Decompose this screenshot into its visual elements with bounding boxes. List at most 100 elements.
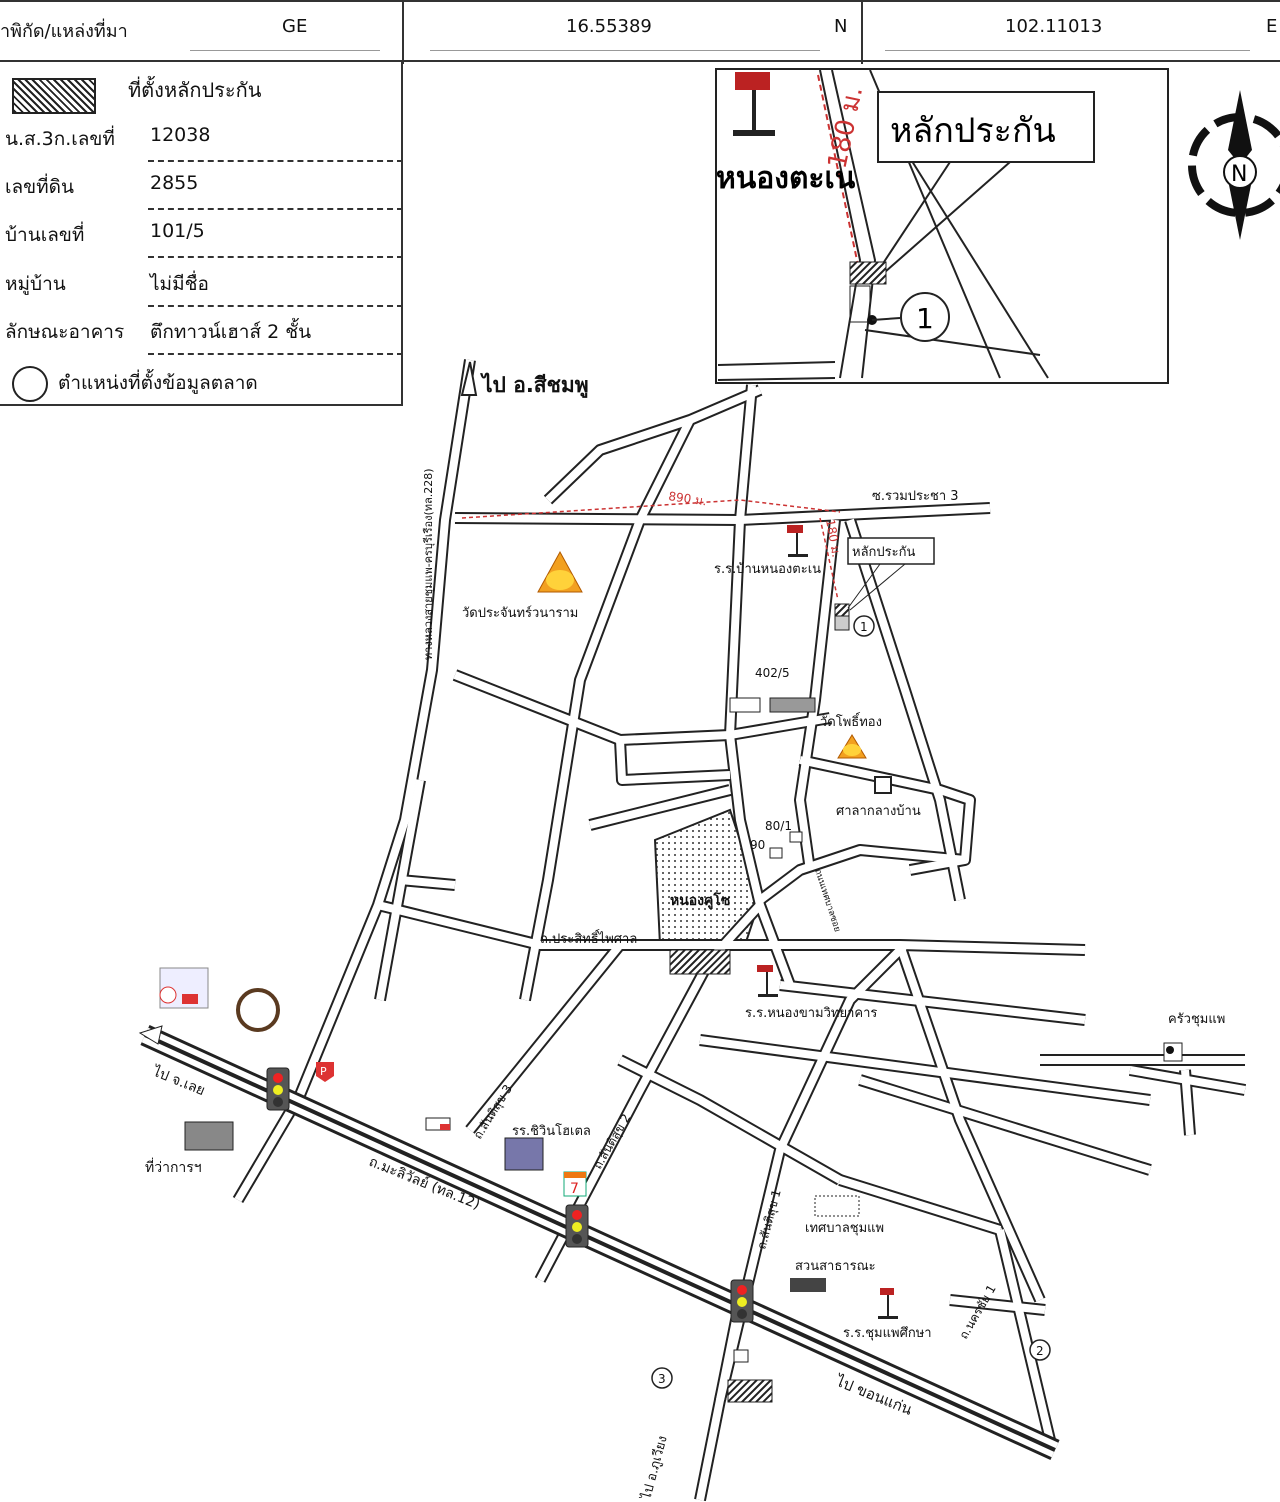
label-90: 90 xyxy=(750,838,765,852)
road-segment xyxy=(996,1229,1054,1441)
latitude-unit: N xyxy=(834,16,848,37)
legend-box: ที่ตั้งหลักประกัน น.ส.3ก.เลขที่ 12038 เลข… xyxy=(0,62,403,406)
school-flag-icon xyxy=(735,72,770,90)
hatched-collateral-swatch xyxy=(12,78,96,114)
road-segment xyxy=(779,981,1086,1024)
collateral-callout-box xyxy=(847,537,935,565)
divider xyxy=(861,2,863,64)
traffic-light-icon xyxy=(730,1279,754,1323)
road-segment xyxy=(545,386,762,503)
marker-1-label: 1 xyxy=(860,620,868,634)
legend-key: ลักษณะอาคาร xyxy=(5,321,125,343)
market-circle-icon xyxy=(12,366,48,402)
legend-value: 2855 xyxy=(150,172,199,194)
legend-row: บ้านเลขที่ 101/5 xyxy=(0,210,403,258)
underline xyxy=(190,50,380,51)
road-segment xyxy=(466,942,624,1133)
district-office-icon xyxy=(184,1121,234,1151)
label-park: สวนสาธารณะ xyxy=(795,1259,876,1274)
buildings-402-5 xyxy=(669,697,892,1403)
road-segment xyxy=(699,1036,1151,1104)
distance-890-line xyxy=(461,499,841,519)
road-segment xyxy=(1181,1069,1194,1136)
road-segment xyxy=(536,902,763,1282)
legend-row: ลักษณะอาคาร ตึกทาวน์เฮาส์ 2 ชั้น xyxy=(0,307,403,355)
temple-icon xyxy=(837,734,867,759)
road-segment xyxy=(757,846,966,904)
municipality-icon xyxy=(814,1195,860,1217)
highway-12 xyxy=(138,1024,1060,1461)
legend-key: บ้านเลขที่ xyxy=(5,224,85,246)
bus-icon xyxy=(733,1349,749,1363)
hospital-icon xyxy=(159,967,209,1009)
inset-marker-label: 1 xyxy=(916,302,934,335)
inset-place: หนองตะเน xyxy=(716,161,856,196)
road-segment xyxy=(796,519,839,871)
legend-row: เลขที่ดิน 2855 xyxy=(0,162,403,210)
road-segment xyxy=(726,519,794,987)
arrow-north-icon xyxy=(460,361,478,396)
gas-station-icon: P xyxy=(316,1062,334,1082)
collateral-legend-label: ที่ตั้งหลักประกัน xyxy=(128,78,262,102)
label-hotel: รร.ชิวินโฮเตล xyxy=(512,1123,591,1139)
label-180m: 180 ม. xyxy=(823,518,843,558)
label-road-prasit: ถ.ประสิทธิ์ไพศาล xyxy=(540,929,637,947)
road-segment xyxy=(618,1056,842,1184)
label-khrua-chumphae: ครัวชุมแพ xyxy=(1168,1012,1225,1027)
road-segment xyxy=(846,518,964,901)
market-legend-label: ตำแหน่งที่ตั้งข้อมูลตลาด xyxy=(58,372,258,394)
inset-map: 180 ม. หนองตะเน หลักประกัน 1 xyxy=(715,68,1169,384)
legend-key: น.ส.3ก.เลขที่ xyxy=(5,128,115,150)
source-label: าพิกัด/แหล่งที่มา xyxy=(0,21,128,42)
coordinates-header: าพิกัด/แหล่งที่มา GE 16.55389 N 102.1101… xyxy=(0,0,1280,64)
school-flag-icon xyxy=(757,965,778,997)
road-segment xyxy=(376,779,424,1001)
north-compass-icon: N xyxy=(1188,90,1280,240)
label-sala: ศาลากลางบ้าน xyxy=(836,804,921,819)
legend-row: น.ส.3ก.เลขที่ 12038 xyxy=(0,114,403,162)
label-school-chumphae: ร.ร.ชุมแพศึกษา xyxy=(843,1326,932,1341)
label-road-local: ถนนเทศบาลซอย xyxy=(812,868,842,933)
marker-2-label: 2 xyxy=(1036,1344,1044,1358)
divider xyxy=(402,2,404,64)
longitude-unit: E xyxy=(1266,16,1278,37)
legend-value: ตึกทาวน์เฮาส์ 2 ชั้น xyxy=(150,321,312,343)
collateral-hatch-icon xyxy=(834,603,850,617)
traffic-light-icon xyxy=(565,1204,589,1248)
police-station-seal-icon xyxy=(236,988,280,1032)
legend-key: เลขที่ดิน xyxy=(5,176,74,198)
label-wat-pho: วัดโพธิ์ทอง xyxy=(820,712,882,730)
road-segment xyxy=(589,786,731,829)
school-flag-icon xyxy=(787,525,808,557)
underline xyxy=(430,50,820,51)
road-segment xyxy=(736,384,756,521)
seven-eleven-icon: 7 xyxy=(563,1171,587,1197)
road-segment xyxy=(399,876,456,889)
school-icon xyxy=(733,130,775,136)
longitude-value: 102.11013 xyxy=(1005,16,1103,37)
label-school-nongtane: ร.ร.บ้านหนองตะเน xyxy=(714,562,821,577)
road-segment xyxy=(838,1176,1002,1234)
marker-3 xyxy=(651,1367,673,1389)
legend-value: 12038 xyxy=(150,124,211,146)
label-road-nakhonchai: ถ.นครชัย 1 xyxy=(956,1282,998,1341)
compass-label: N xyxy=(1231,162,1247,187)
inset-collateral-box xyxy=(877,91,1095,163)
legend-value: 101/5 xyxy=(150,220,205,242)
label-collateral: หลักประกัน xyxy=(852,545,915,560)
road-segment xyxy=(616,739,731,784)
marker-1 xyxy=(853,615,875,637)
road-segment xyxy=(896,943,1044,1302)
underline xyxy=(885,50,1250,51)
label-wat-prachan: วัดประจันทร์วนาราม xyxy=(462,605,578,621)
svg-text:7: 7 xyxy=(570,1181,579,1197)
collateral-hatch-icon xyxy=(849,261,887,285)
legend-value: ไม่มีชื่อ xyxy=(150,273,209,295)
label-pond: หนองคูโซ xyxy=(670,891,731,909)
label-80-1: 80/1 xyxy=(765,819,792,833)
label-school-nongkham: ร.ร.หนองขามวิทยาคาร xyxy=(745,1006,877,1021)
latitude-value: 16.55389 xyxy=(566,16,652,37)
inset-marker-1 xyxy=(900,292,950,342)
school-flag-icon xyxy=(878,1288,898,1319)
